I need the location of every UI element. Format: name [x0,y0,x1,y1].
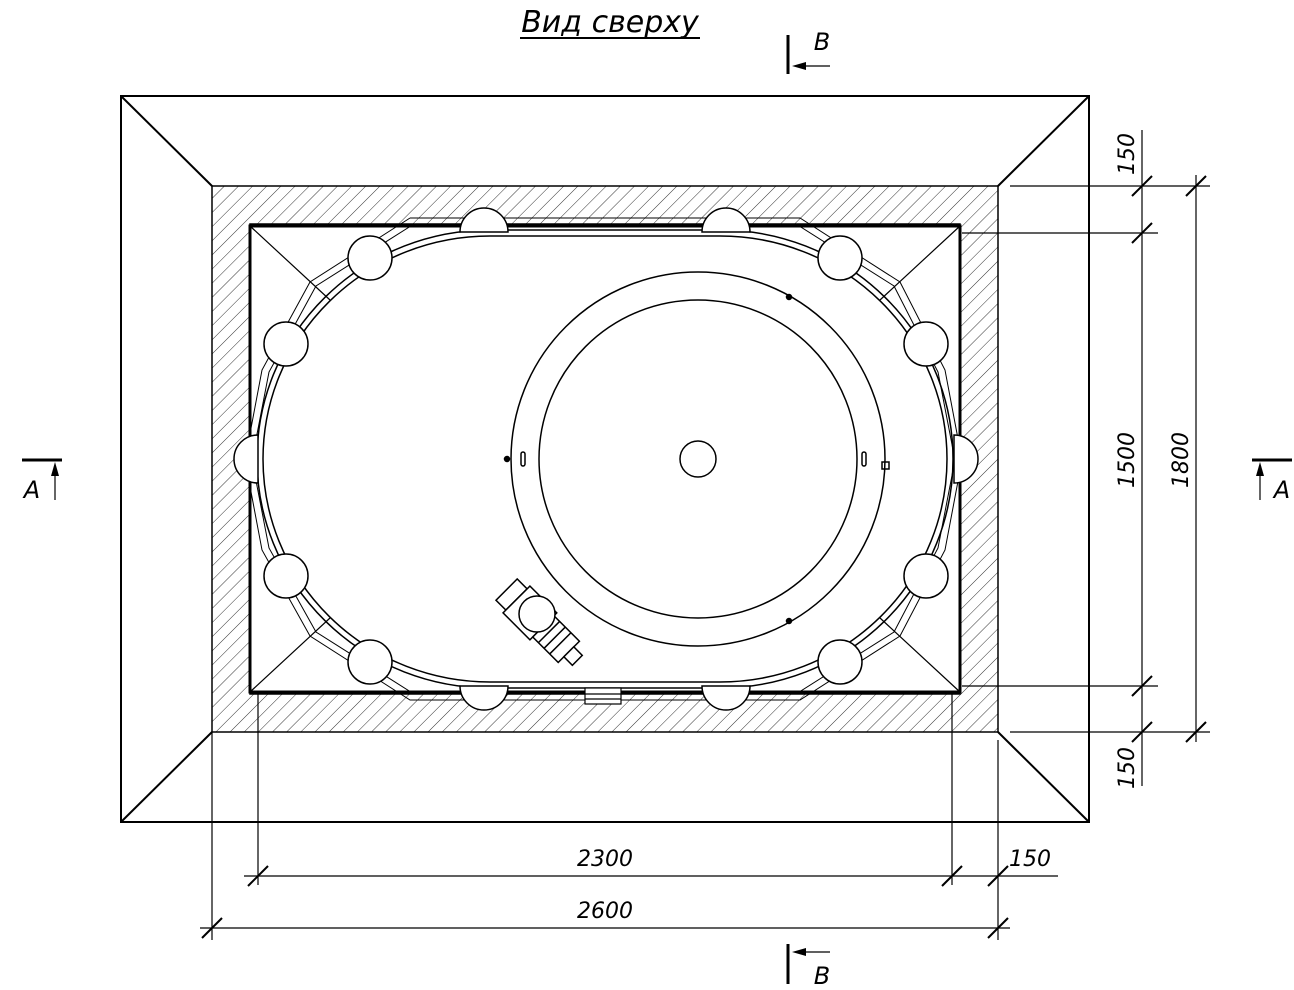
tick-3 [1131,675,1153,697]
round-lid [503,271,890,647]
slab-corner-bl [120,731,213,823]
dim-outer-width: 2600 [577,899,633,924]
lug-br-b [903,553,949,599]
section-a-left-arrowhead [51,462,59,476]
tick-10 [201,917,223,939]
bottom-nozzle [584,687,622,705]
outer-slab [120,95,1090,823]
section-b-bottom-label: B [814,962,830,990]
brace-bl [249,617,331,693]
slab-corner-tl [120,95,213,187]
oval-tank [244,217,963,701]
lid-dot-left [503,455,511,463]
tick-6 [1185,721,1207,743]
tick-9 [987,865,1009,887]
section-marker-b-bottom [786,944,830,984]
brace-tl [249,225,331,301]
section-b-top-label: B [814,28,830,56]
lug-tl-b [263,321,309,367]
section-b-top-arrowhead [792,62,806,70]
lid-slot-right [861,451,867,467]
lug-br-a [817,639,863,685]
hatched-wall [211,185,999,733]
lug-top-2 [701,207,751,233]
lug-right-mid [953,434,979,484]
slab-corner-tr [997,95,1090,187]
support-ring-inner [251,223,956,695]
lug-tr-a [817,235,863,281]
lid-dot-bottom [785,617,793,625]
oval-tank-outer [256,229,954,689]
lid-dot-top [785,293,793,301]
lid-outer-ring [510,271,886,647]
tick-11 [987,917,1009,939]
lug-tl-a [347,235,393,281]
horizontal-dimensions [200,694,1058,940]
lug-bl-b [263,553,309,599]
lid-inner-ring [538,299,858,619]
valve-pipe-ring-1 [537,620,561,644]
inner-frame [248,224,962,694]
lug-bottom-2 [701,685,751,711]
section-marker-a-left [22,458,62,500]
lid-slot-left [520,451,526,467]
dim-inner-height: 1500 [1115,432,1140,488]
dim-bottom-offset: 150 [1115,747,1140,789]
dim-top-offset: 150 [1115,133,1140,175]
tick-4 [1131,721,1153,743]
section-a-right-arrowhead [1256,462,1264,476]
section-marker-b-top [786,35,830,74]
lug-bl-a [347,639,393,685]
lid-center-hole [679,440,717,478]
section-a-right-label: A [1272,476,1290,504]
valve-assembly [494,577,584,667]
section-marker-a-right [1252,458,1292,500]
vertical-dimensions [962,130,1210,786]
tick-1 [1131,175,1153,197]
oval-tank-inner [262,235,948,683]
slab-corner-br [997,731,1090,823]
outer-slab-outline [120,95,1090,823]
tick-2 [1131,222,1153,244]
valve-wheel [518,595,556,633]
tick-5 [1185,175,1207,197]
lug-left-mid [233,434,259,484]
valve-pipe-ring-2 [543,626,566,649]
lid-tab-right [881,461,890,470]
lug-top-1 [459,207,509,233]
dim-outer-height: 1800 [1169,432,1194,488]
brace-tr [879,225,961,301]
valve-pipe-ring-3 [549,632,572,655]
support-ring [244,217,963,701]
support-lugs [233,207,979,711]
valve-nozzle [562,645,584,667]
dim-right-offset: 150 [1009,847,1051,872]
dim-inner-width: 2300 [577,847,633,872]
bottom-nozzle-body [584,687,622,705]
section-b-bottom-arrowhead [792,948,806,956]
inner-frame-outline [248,224,962,694]
brace-br [879,617,961,693]
view-title: Вид сверху [521,5,700,40]
lug-tr-b [903,321,949,367]
tick-7 [247,865,269,887]
tick-8 [941,865,963,887]
section-a-left-label: A [22,476,40,504]
lug-bottom-1 [459,685,509,711]
